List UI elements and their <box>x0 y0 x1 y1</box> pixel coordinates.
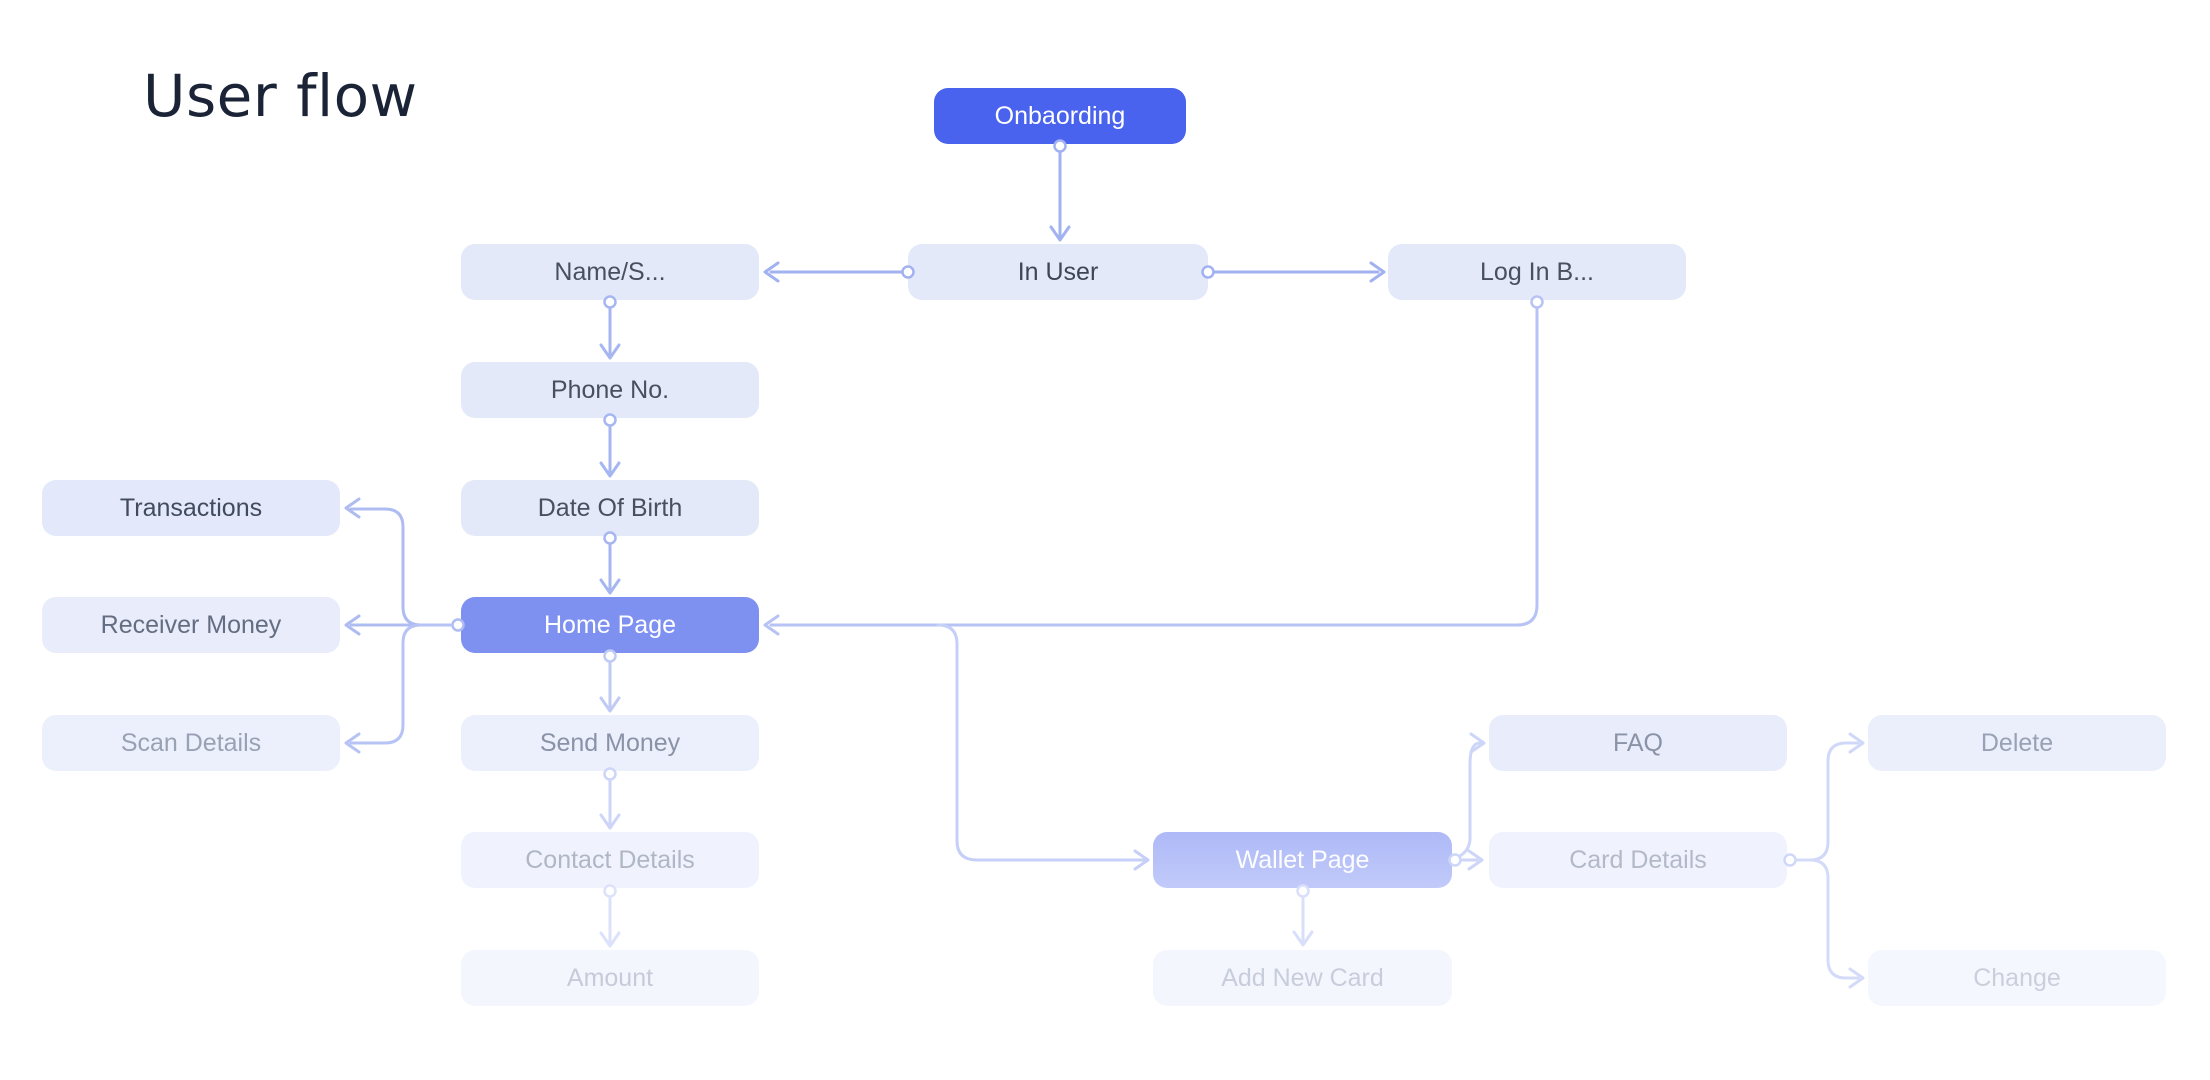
connector-card-details-to-change <box>1794 858 1865 989</box>
node-home-page[interactable]: Home Page <box>461 597 759 653</box>
arrowhead-contact-details-to-amount <box>599 931 621 948</box>
arrowhead-onboarding-to-in-user <box>1049 225 1071 242</box>
node-send-money[interactable]: Send Money <box>461 715 759 771</box>
arrowhead-name-s-to-phone-no <box>599 343 621 360</box>
arrowhead-wallet-page-to-add-new-card <box>1292 930 1314 947</box>
connector-name-s-to-phone-no <box>599 295 621 360</box>
node-delete[interactable]: Delete <box>1868 715 2166 771</box>
node-transactions[interactable]: Transactions <box>42 480 340 536</box>
node-faq[interactable]: FAQ <box>1489 715 1787 771</box>
arrowhead-in-user-to-log-in-b <box>1369 261 1386 283</box>
arrowhead-home-page-to-receiver-money <box>344 614 361 636</box>
arrowhead-wallet-page-to-faq <box>1469 732 1486 754</box>
node-contact-details[interactable]: Contact Details <box>461 832 759 888</box>
connector-onboarding-to-in-user <box>1049 139 1071 242</box>
connector-in-user-to-log-in-b <box>1201 261 1386 283</box>
node-in-user[interactable]: In User <box>908 244 1208 300</box>
node-scan-details[interactable]: Scan Details <box>42 715 340 771</box>
arrowhead-card-details-to-change <box>1848 967 1865 989</box>
connector-wallet-page-to-card-details <box>1448 849 1484 871</box>
node-wallet-page[interactable]: Wallet Page <box>1153 832 1452 888</box>
arrowhead-phone-no-to-date-of-birth <box>599 461 621 478</box>
connector-branch-to-wallet-page <box>936 623 1150 871</box>
node-change[interactable]: Change <box>1868 950 2166 1006</box>
connector-wallet-page-to-faq <box>1456 732 1486 859</box>
connector-in-user-to-name-s <box>763 261 915 283</box>
node-name-s[interactable]: Name/S... <box>461 244 759 300</box>
connector-log-in-b-to-home-page <box>763 295 1544 636</box>
node-card-details[interactable]: Card Details <box>1489 832 1787 888</box>
connector-contact-details-to-amount <box>599 884 621 948</box>
arrowhead-branch-to-wallet-page <box>1133 849 1150 871</box>
connector-card-details-to-delete <box>1783 732 1865 867</box>
connector-home-page-to-receiver-money <box>344 614 465 636</box>
connector-home-page-to-send-money <box>599 649 621 713</box>
arrowhead-send-money-to-contact-details <box>599 813 621 830</box>
node-receiver-money[interactable]: Receiver Money <box>42 597 340 653</box>
page-title: User flow <box>143 62 418 130</box>
connector-home-page-to-transactions <box>344 497 454 627</box>
node-add-new-card[interactable]: Add New Card <box>1153 950 1452 1006</box>
connector-wallet-page-to-add-new-card <box>1292 884 1314 947</box>
node-phone-no[interactable]: Phone No. <box>461 362 759 418</box>
arrowhead-in-user-to-name-s <box>763 261 780 283</box>
arrowhead-date-of-birth-to-home-page <box>599 578 621 595</box>
node-amount[interactable]: Amount <box>461 950 759 1006</box>
arrowhead-home-page-to-send-money <box>599 696 621 713</box>
connector-phone-no-to-date-of-birth <box>599 413 621 478</box>
arrowhead-wallet-page-to-card-details <box>1467 849 1484 871</box>
node-date-of-birth[interactable]: Date Of Birth <box>461 480 759 536</box>
node-onboarding[interactable]: Onbaording <box>934 88 1186 144</box>
arrowhead-card-details-to-delete <box>1848 732 1865 754</box>
arrowhead-log-in-b-to-home-page <box>763 614 780 636</box>
node-log-in-b[interactable]: Log In B... <box>1388 244 1686 300</box>
arrowhead-home-page-to-scan-details <box>344 732 361 754</box>
connector-date-of-birth-to-home-page <box>599 531 621 595</box>
connector-home-page-to-scan-details <box>344 623 454 754</box>
connector-send-money-to-contact-details <box>599 767 621 830</box>
arrowhead-home-page-to-transactions <box>344 497 361 519</box>
